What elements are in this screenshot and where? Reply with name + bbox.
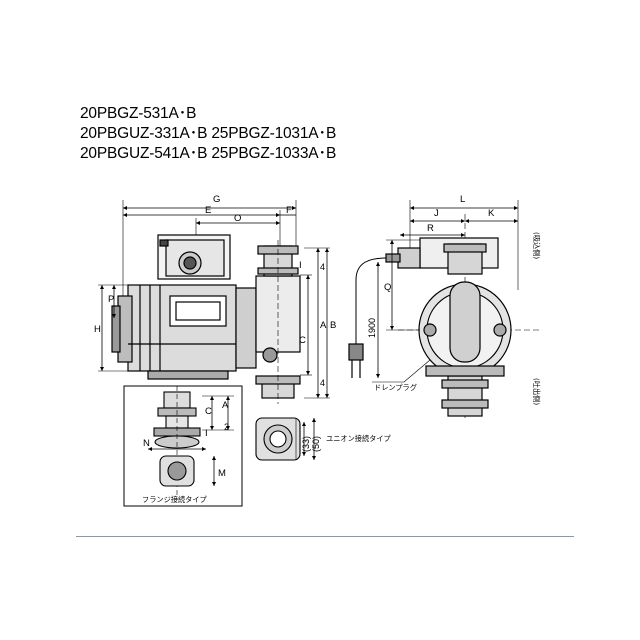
dim-j: J [434,208,439,219]
divider-line [76,536,574,537]
dim-i-top: I [299,260,302,271]
dim-n: N [143,438,150,449]
dim-r: R [427,223,434,234]
dim-50: (50) [311,436,321,452]
drain-plug-caption: ドレンプラグ [374,383,417,392]
flange-type-caption: フランジ接続タイプ [142,495,208,504]
model-line-1: 20PBGZ-531A･B [80,105,197,122]
flange-detail [123,385,243,507]
dim-4-top: 4 [320,262,325,272]
dim-q: Q [384,282,391,293]
dim-o: O [234,213,241,224]
dim-e: E [205,205,211,216]
side-view [98,200,330,404]
union-type-caption: ユニオン接続タイプ [326,434,392,443]
dim-a-small: A [222,400,229,411]
dim-g: G [213,194,220,205]
dim-a: A [320,320,327,331]
model-list: 20PBGZ-531A･B 20PBGUZ-331A･B 25PBGZ-1031… [80,104,380,164]
dim-2: 2 [224,422,229,432]
dim-c: C [299,335,306,346]
model-line-3: 20PBGUZ-541A･B 25PBGZ-1033A･B [80,145,337,162]
dim-i-small: I [205,428,208,439]
model-line-2: 20PBGUZ-331A･B 25PBGZ-1031A･B [80,125,337,142]
dim-c-small: C [205,406,212,417]
dim-4-bottom: 4 [320,378,325,388]
front-view [348,200,540,420]
dim-1900: 1900 [367,318,377,338]
dim-k: K [488,208,495,219]
dim-p: P [108,294,114,305]
discharge-side-caption: (吐出側) [532,378,541,405]
suction-side-caption: (吸込側) [532,232,541,259]
dim-l: L [460,194,465,205]
dim-h: H [94,324,101,335]
union-detail [255,417,316,461]
dim-m: M [218,468,226,479]
dim-b: B [330,320,336,331]
dim-33: (33) [301,436,311,452]
dim-f: F [286,205,292,216]
